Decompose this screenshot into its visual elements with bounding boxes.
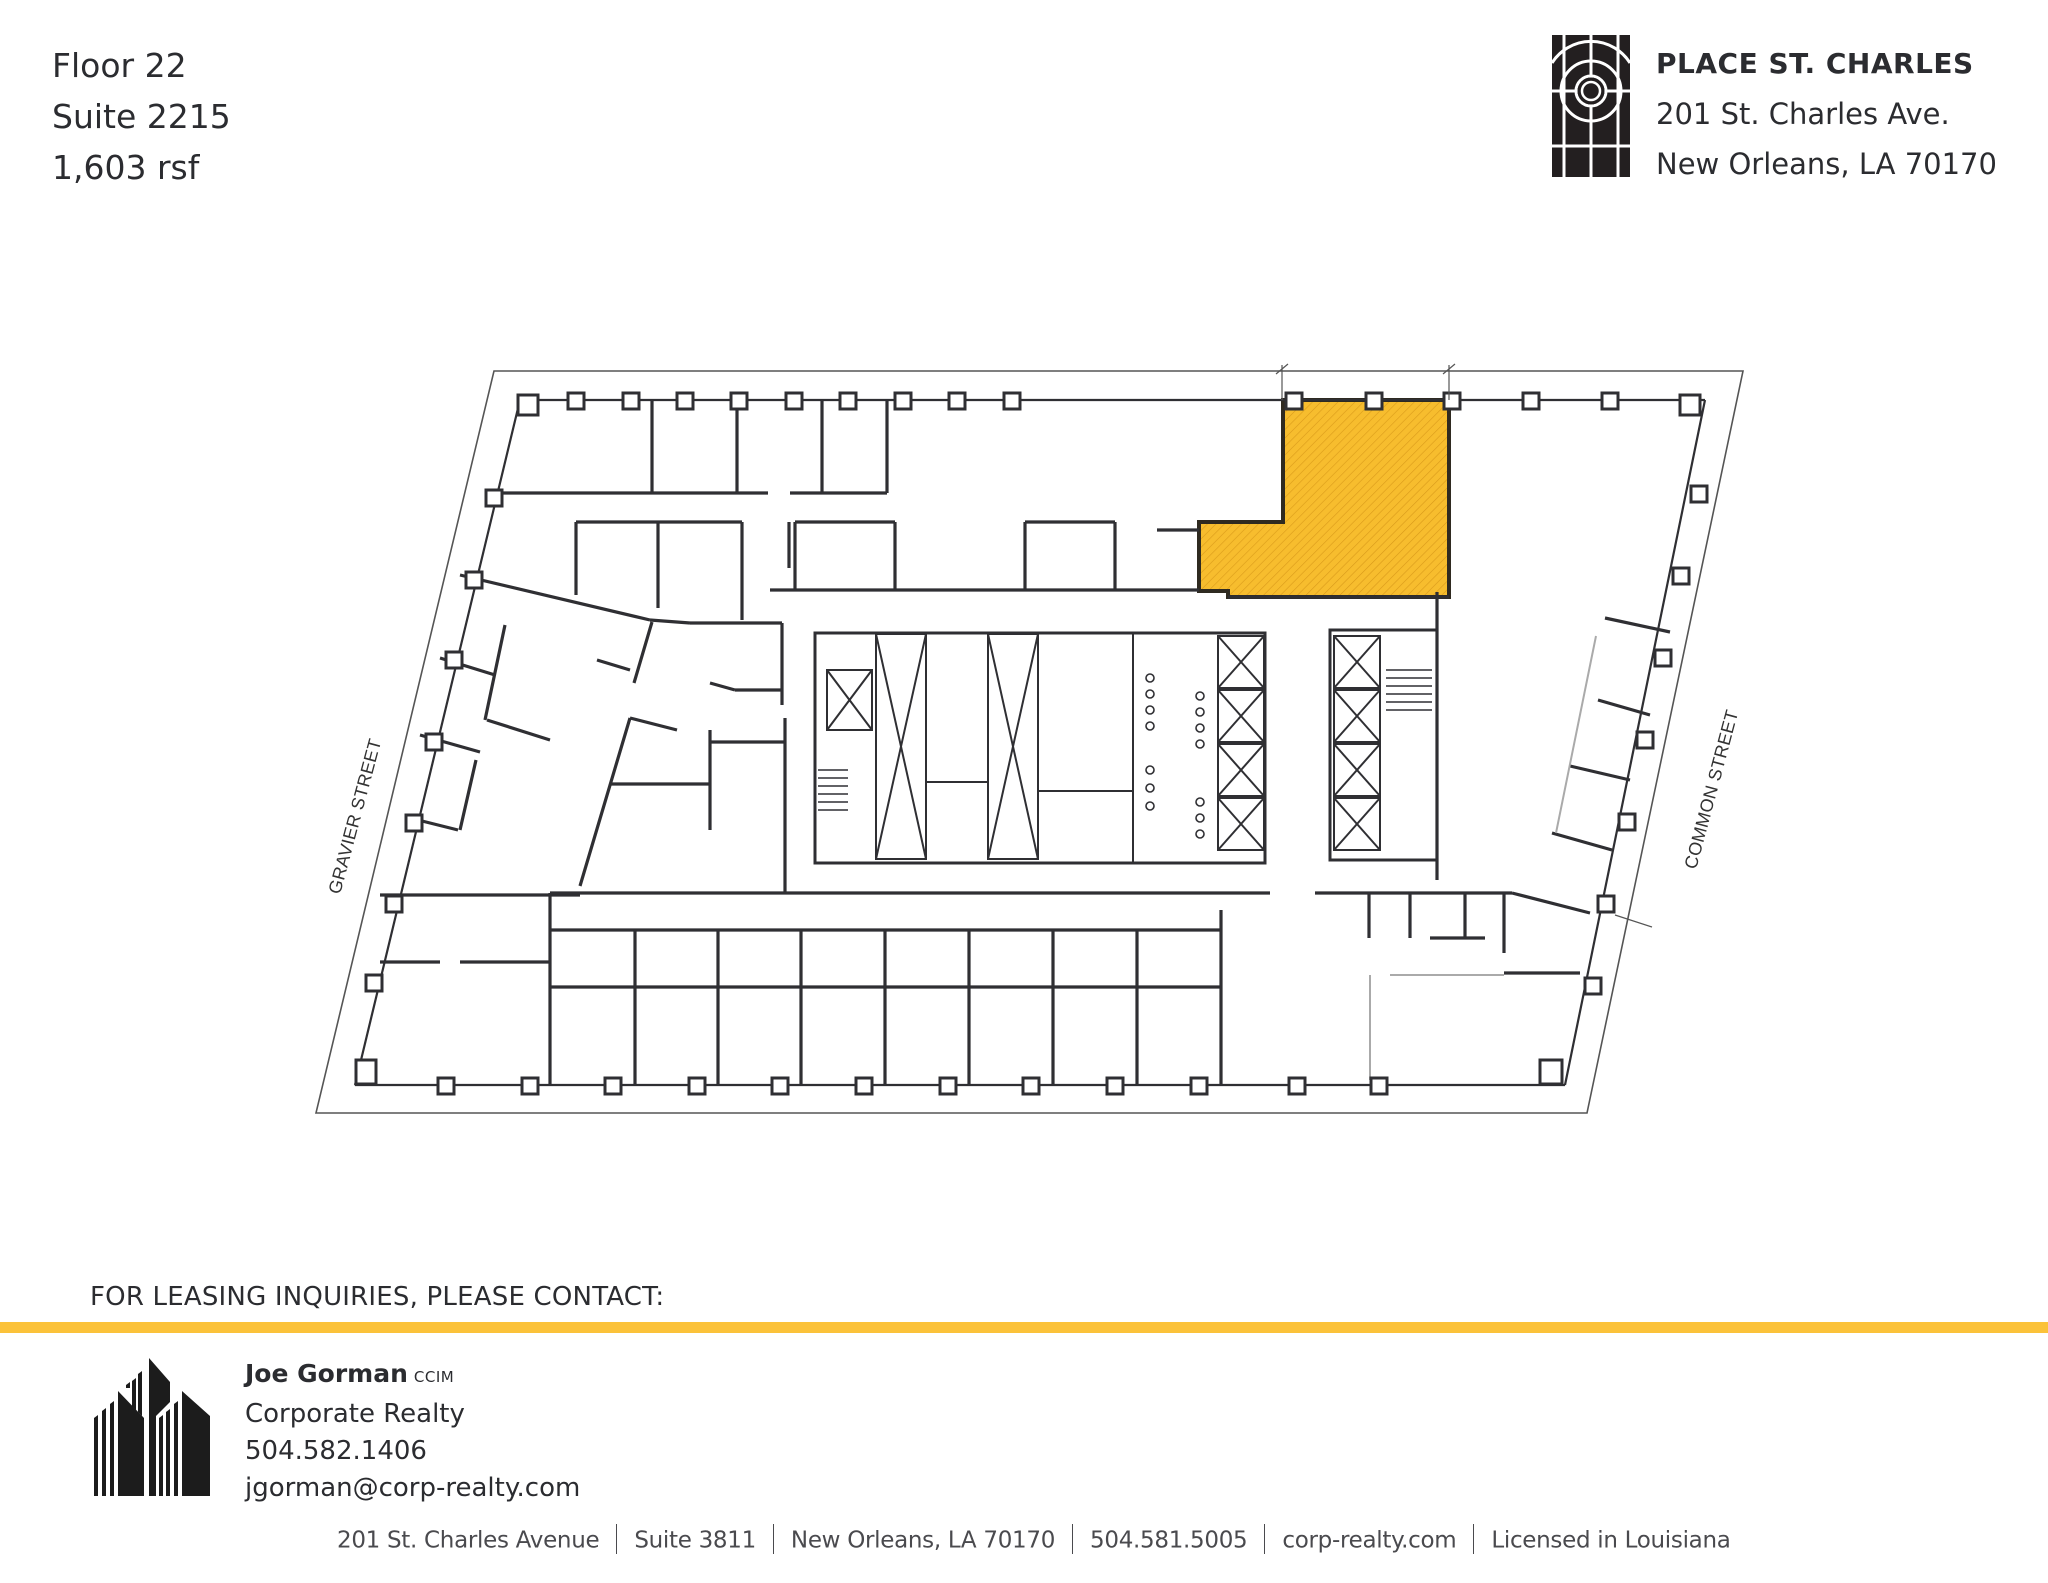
footer-website[interactable]: corp-realty.com [1282, 1527, 1457, 1554]
accent-divider [0, 1322, 2048, 1333]
footer-separator [772, 1524, 774, 1554]
columns [354, 391, 1709, 1096]
walls [353, 398, 1707, 1087]
common-street-label: COMMON STREET [1681, 708, 1743, 871]
footer-suite: Suite 3811 [634, 1527, 756, 1554]
suite-2215-highlight[interactable] [1197, 398, 1451, 599]
dimension-marks [1275, 363, 1653, 928]
building-header: PLACE ST. CHARLES 201 St. Charles Ave. N… [1552, 35, 2012, 181]
footer-city: New Orleans, LA 70170 [790, 1527, 1056, 1554]
footer-address: 201 St. Charles Avenue [337, 1527, 600, 1554]
corporate-realty-buildings-icon [94, 1358, 210, 1496]
footer-separator [1072, 1524, 1074, 1554]
building-address-line2: New Orleans, LA 70170 [1656, 147, 1997, 181]
floor-label: Floor 22 [52, 46, 187, 85]
place-st-charles-logo-icon [1552, 35, 1630, 177]
footer-separator [616, 1524, 618, 1554]
agent-contact: Joe Gorman CCIM Corporate Realty 504.582.… [245, 1355, 580, 1507]
footer-license: Licensed in Louisiana [1491, 1527, 1731, 1554]
agent-name: Joe Gorman [245, 1359, 408, 1388]
suite-label: Suite 2215 [52, 97, 231, 136]
agent-credential: CCIM [413, 1368, 455, 1386]
footer: 201 St. Charles Avenue Suite 3811 New Orle… [337, 1524, 1731, 1556]
footer-phone[interactable]: 504.581.5005 [1090, 1527, 1248, 1554]
building-text: PLACE ST. CHARLES 201 St. Charles Ave. N… [1656, 39, 1997, 189]
contact-heading: FOR LEASING INQUIRIES, PLEASE CONTACT: [90, 1282, 665, 1312]
agent-company: Corporate Realty [245, 1399, 465, 1429]
gravier-street-label: GRAVIER STREET [325, 736, 386, 896]
suite-info: Floor 22 Suite 2215 1,603 rsf [52, 40, 231, 193]
agent-email[interactable]: jgorman@corp-realty.com [245, 1473, 581, 1503]
footer-separator [1473, 1524, 1475, 1554]
site-boundary [314, 370, 1744, 1114]
core [818, 633, 1432, 863]
building-address-line1: 201 St. Charles Ave. [1656, 97, 1950, 131]
footer-separator [1264, 1524, 1266, 1554]
area-label: 1,603 rsf [52, 148, 200, 187]
agent-phone[interactable]: 504.582.1406 [245, 1436, 427, 1466]
building-name: PLACE ST. CHARLES [1656, 47, 1974, 80]
